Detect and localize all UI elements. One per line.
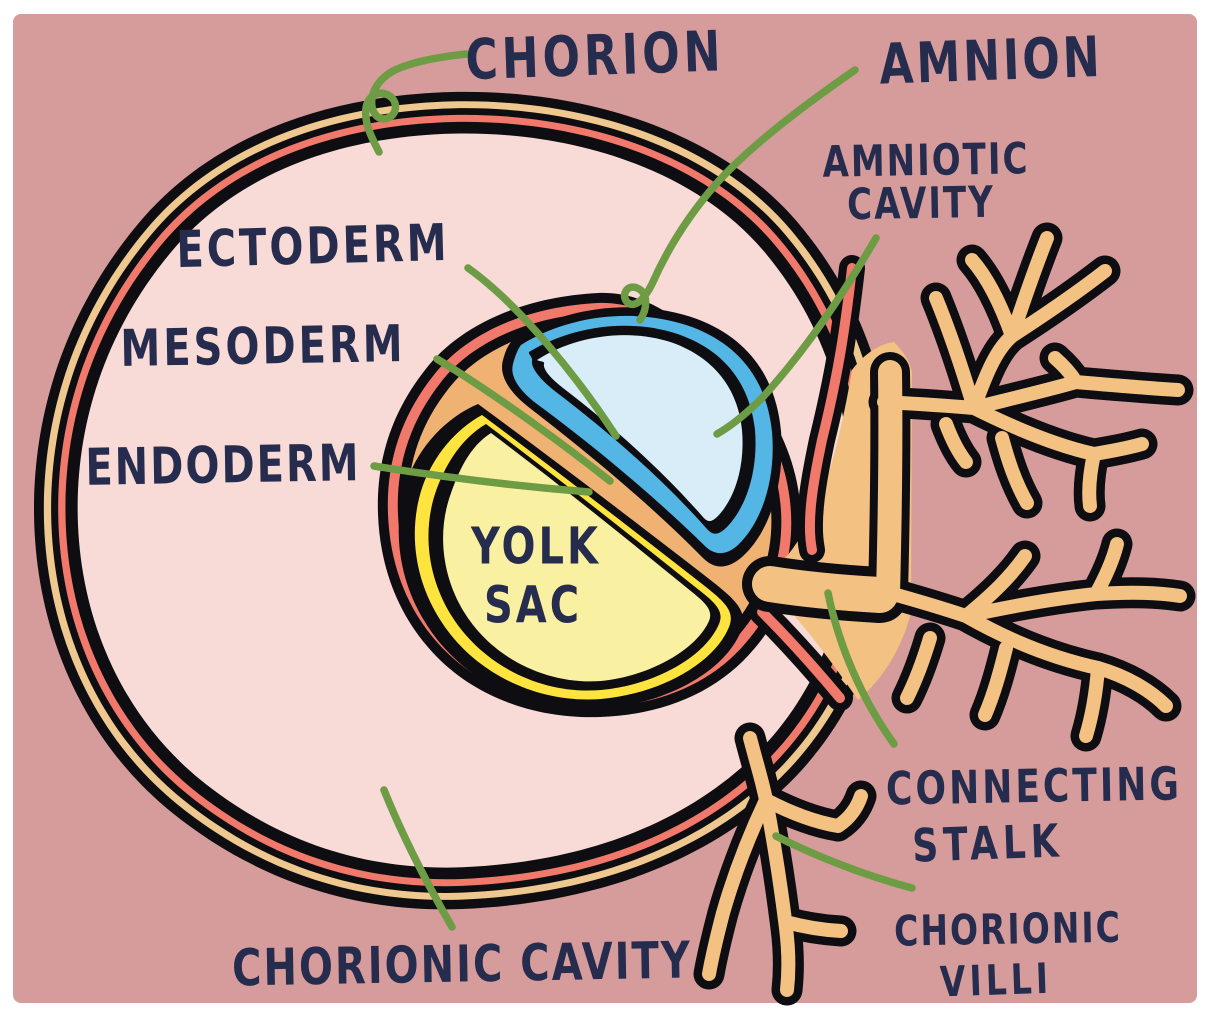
label-connecting-stalk-line2: STALK bbox=[911, 815, 1065, 874]
amnion-sac bbox=[502, 307, 782, 567]
pointer-lines bbox=[361, 50, 916, 931]
label-amniotic-cavity-line1: AMNIOTIC bbox=[822, 133, 1030, 189]
label-chorionic-villi-line1: CHORIONIC bbox=[893, 902, 1123, 956]
label-amniotic-cavity-line2: CAVITY bbox=[846, 177, 996, 231]
label-yolk-sac-line1: YOLK bbox=[470, 517, 602, 577]
pointer-amnion bbox=[620, 66, 859, 324]
label-connecting-stalk-line1: CONNECTING bbox=[885, 758, 1183, 816]
pointer-chorionic-cavity bbox=[380, 786, 456, 931]
label-yolk-sac-line2: SAC bbox=[483, 576, 583, 636]
yolk-sac-interior bbox=[443, 433, 711, 682]
label-amnion: AMNION bbox=[878, 25, 1104, 98]
pointer-amniotic-cavity bbox=[713, 234, 880, 438]
pointer-ectoderm bbox=[464, 264, 620, 440]
pointer-chorionic-villi bbox=[772, 832, 916, 892]
amniotic-cavity-interior bbox=[537, 335, 743, 522]
label-endoderm: ENDODERM bbox=[84, 434, 362, 498]
label-chorion: CHORION bbox=[464, 19, 726, 94]
pointer-chorion bbox=[361, 50, 470, 156]
label-chorionic-villi-line2: VILLI bbox=[939, 953, 1053, 1007]
label-chorionic-cavity: CHORIONIC CAVITY bbox=[231, 931, 693, 999]
pointer-endoderm bbox=[370, 462, 593, 496]
label-mesoderm: MESODERM bbox=[119, 315, 407, 379]
label-ectoderm: ECTODERM bbox=[175, 214, 451, 280]
pointer-mesoderm bbox=[433, 355, 614, 485]
pointer-connecting-stalk bbox=[824, 589, 898, 748]
